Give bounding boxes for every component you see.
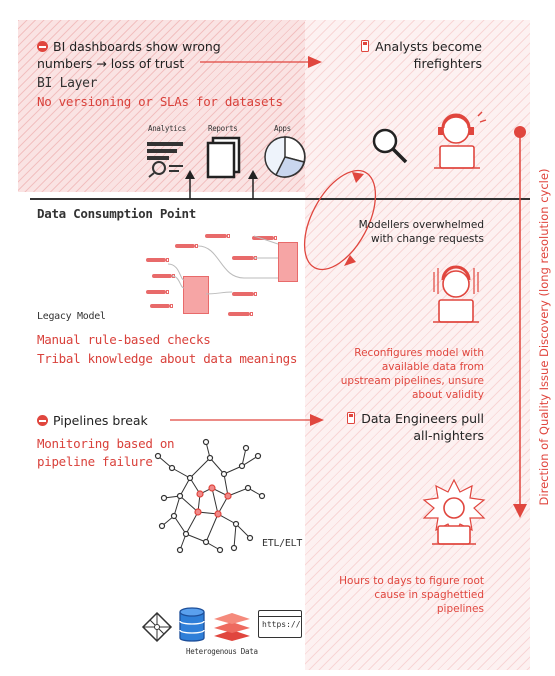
feedback-loop [303, 169, 377, 271]
direction-label: Direction of Quality Issue Discovery (lo… [537, 168, 551, 506]
analyst-person-icon [434, 111, 487, 169]
model-table [183, 276, 209, 314]
url-text: https:// [262, 620, 301, 629]
root-cause-label: Hours to days to figure root cause in sp… [339, 575, 484, 615]
consumption-point-label: Data Consumption Point [37, 206, 196, 221]
pipelines-label: Pipelines break [53, 413, 148, 428]
apps-label: Apps [274, 124, 291, 133]
legacy-model-title: Legacy Model [37, 311, 106, 322]
analytics-icon [147, 142, 183, 178]
reconfigure-label: Reconfigures model with available data f… [340, 347, 484, 401]
consumption-point-line [30, 198, 530, 200]
model-bar [146, 290, 169, 294]
pipelines-note: Monitoring based on pipeline failure [37, 436, 175, 469]
database-icon [179, 607, 205, 642]
bi-issue: BI dashboards show wrong numbers → loss … [37, 38, 257, 72]
model-bar [228, 312, 253, 316]
modeller-person-icon [433, 265, 479, 323]
engineers: Data Engineers pull all-nighters [340, 410, 484, 444]
layers-icon [214, 613, 250, 641]
stop-icon [37, 415, 48, 426]
phone-icon [347, 412, 356, 424]
analysts: Analysts become firefighters [330, 38, 482, 72]
apps-pie-icon [264, 136, 306, 178]
model-bar [252, 236, 277, 240]
up-arrows [185, 170, 258, 199]
direction-arrow [513, 126, 527, 518]
sources-label: Heterogenous Data [186, 647, 258, 656]
arrow-to-analysts [200, 56, 322, 68]
right-column-band [305, 20, 530, 670]
model-bar [175, 244, 198, 248]
model-bar [232, 292, 257, 296]
etl-label: ETL/ELT [262, 538, 303, 549]
model-bar [146, 258, 169, 262]
etl-graph [154, 438, 266, 554]
reports-label: Reports [208, 124, 238, 133]
engineer-person-icon [422, 478, 486, 545]
analytics-label: Analytics [148, 124, 186, 133]
phone-icon [361, 40, 370, 52]
browser-bar [259, 611, 301, 617]
bi-issue-label: BI dashboards show wrong numbers → loss … [37, 39, 221, 71]
reports-icon [206, 136, 241, 179]
legacy-model-line2: Tribal knowledge about data meanings [37, 351, 298, 366]
arrow-to-engineers [170, 414, 324, 426]
analysts-label: Analysts become firefighters [375, 39, 482, 71]
model-links [167, 235, 279, 295]
bi-layer-subtitle: No versioning or SLAs for datasets [37, 94, 283, 109]
modellers-label: Modellers overwhelmed with change reques… [358, 219, 484, 245]
bi-layer-title: BI Layer [37, 76, 98, 91]
engineers-label: Data Engineers pull all-nighters [361, 411, 484, 443]
model-bar [150, 304, 173, 308]
model-table [278, 242, 298, 282]
stop-icon [37, 41, 48, 52]
pipelines-issue: Pipelines break [37, 412, 187, 429]
graph-db-icon [141, 611, 173, 643]
magnifier-icon [372, 128, 408, 164]
model-bar [205, 234, 230, 238]
legacy-model-line1: Manual rule-based checks [37, 332, 211, 347]
web-source-icon: https:// [258, 610, 302, 638]
